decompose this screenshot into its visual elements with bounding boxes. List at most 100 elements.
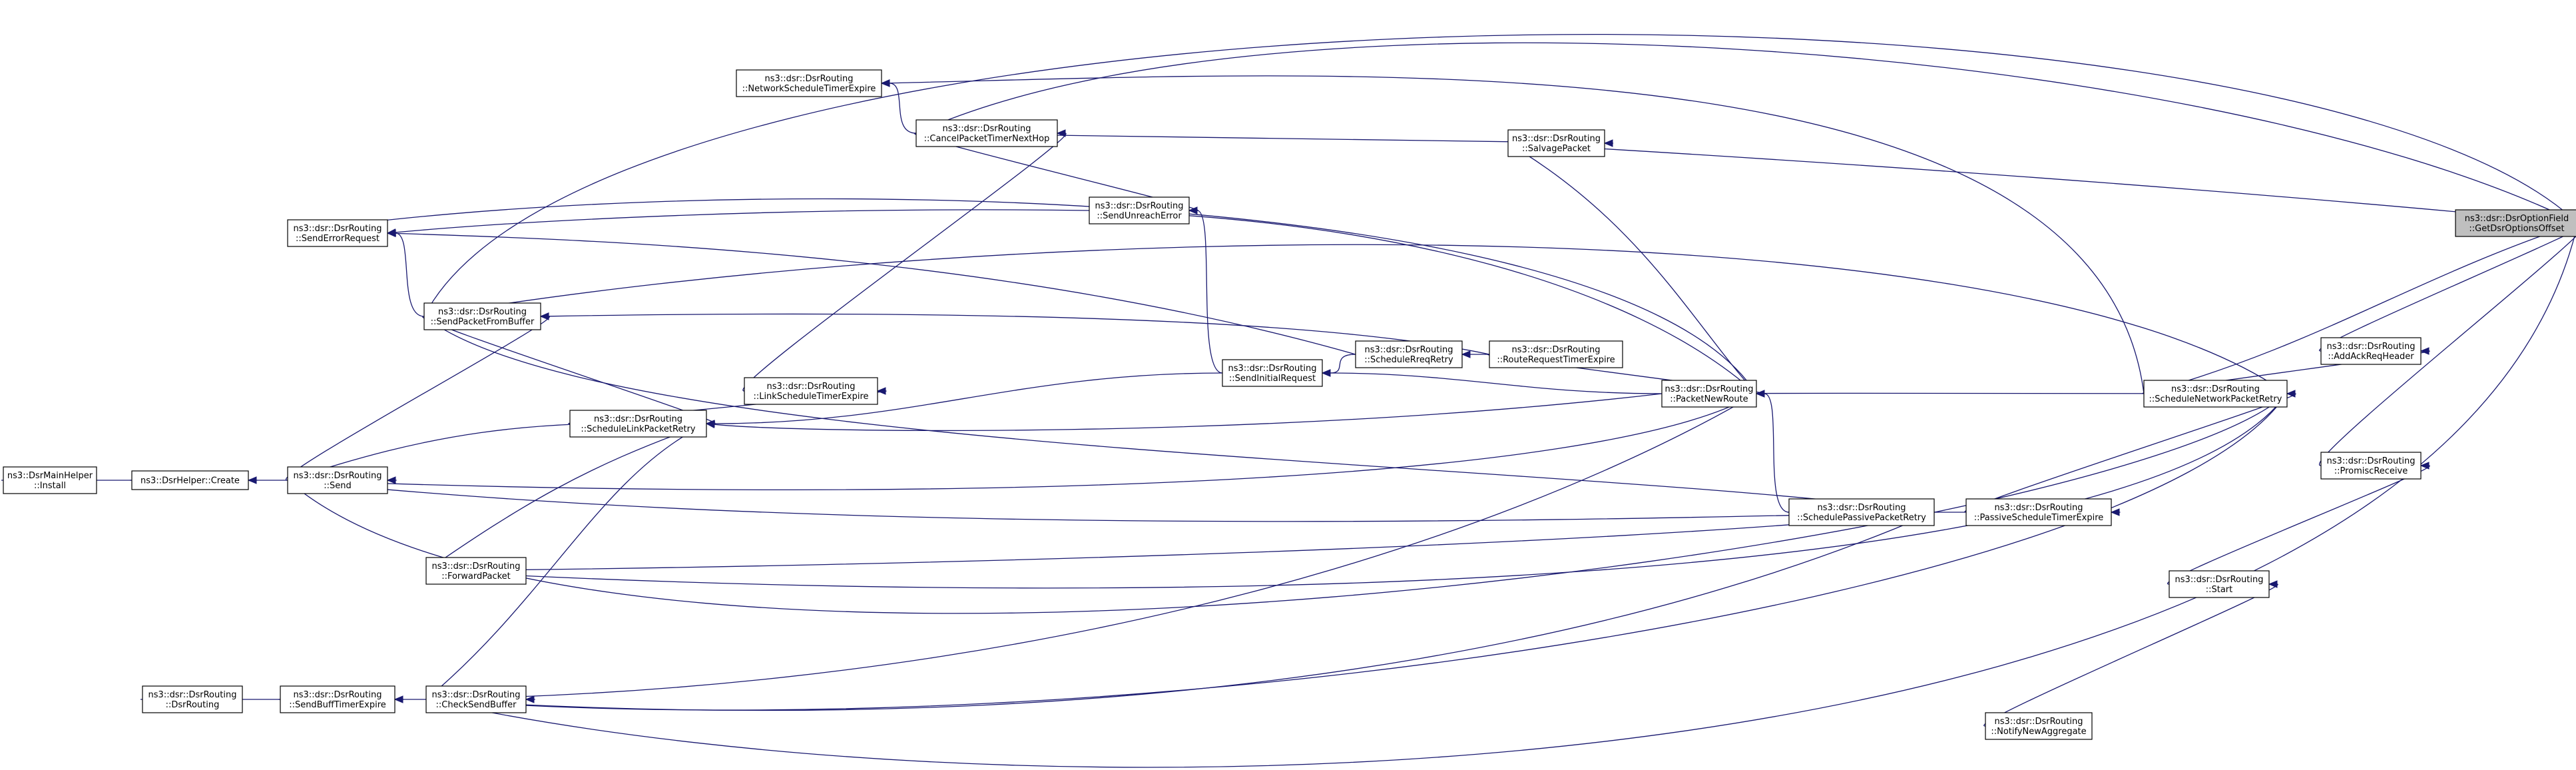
arrowhead bbox=[1755, 390, 1765, 398]
edge-line bbox=[425, 426, 700, 700]
edge-line bbox=[425, 230, 2576, 768]
node-ForwardPacket[interactable]: ns3::dsr::DsrRouting::ForwardPacket bbox=[425, 557, 527, 585]
node-box bbox=[425, 557, 527, 585]
node-box bbox=[1985, 712, 2093, 740]
node-PassiveScheduleTimerExpire[interactable]: ns3::dsr::DsrRouting::PassiveScheduleTim… bbox=[1965, 498, 2112, 526]
node-LinkScheduleTimerExpire[interactable]: ns3::dsr::DsrRouting::LinkScheduleTimerE… bbox=[744, 377, 878, 405]
edge-line bbox=[1330, 372, 1663, 394]
arrowhead bbox=[539, 312, 549, 320]
edge-ScheduleRreqRetry-to-SendInitialRequest bbox=[1321, 354, 1356, 377]
node-label: ::Install bbox=[34, 481, 66, 491]
arrowhead bbox=[2420, 347, 2430, 355]
edge-line bbox=[423, 316, 1927, 512]
edge-line bbox=[425, 515, 1928, 711]
arrowhead bbox=[525, 695, 535, 703]
node-label: ::SendErrorRequest bbox=[296, 234, 380, 244]
arrowhead bbox=[1188, 206, 1198, 214]
node-SendInitialRequest[interactable]: ns3::dsr::DsrRouting::SendInitialRequest bbox=[1222, 359, 1323, 387]
node-Start[interactable]: ns3::dsr::DsrRouting::Start bbox=[2169, 570, 2270, 598]
node-DsrMainHelperInstall[interactable]: ns3::DsrMainHelper::Install bbox=[3, 466, 97, 494]
node-box bbox=[736, 69, 882, 97]
node-label: ::PacketNewRoute bbox=[1670, 394, 1748, 404]
edge-line bbox=[1507, 143, 1752, 388]
node-box bbox=[744, 377, 878, 405]
edge-line bbox=[425, 512, 1927, 572]
edge-RouteRequestTimerExpire-to-ScheduleRreqRetry bbox=[1461, 350, 1489, 358]
edge-NotifyNewAggregate-to-Start bbox=[1983, 580, 2278, 727]
node-Send[interactable]: ns3::dsr::DsrRouting::Send bbox=[287, 466, 388, 494]
edge-line bbox=[889, 83, 917, 134]
node-box bbox=[1507, 129, 1605, 157]
node-CancelPacketTimerNextHop[interactable]: ns3::dsr::DsrRouting::CancelPacketTimerN… bbox=[915, 119, 1058, 147]
node-box bbox=[1222, 359, 1323, 387]
node-label: ::LinkScheduleTimerExpire bbox=[753, 392, 868, 402]
edge-SendInitialRequest-to-SendUnreachError bbox=[1188, 206, 1223, 374]
arrowhead bbox=[247, 476, 257, 484]
edge-line bbox=[1089, 210, 1751, 389]
node-label: ::AddAckReqHeader bbox=[2328, 352, 2414, 362]
node-label: ns3::dsr::DsrRouting bbox=[294, 690, 382, 700]
node-SendPacketFromBuffer[interactable]: ns3::dsr::DsrRouting::SendPacketFromBuff… bbox=[423, 302, 541, 330]
edge-line bbox=[285, 316, 550, 481]
edge-line bbox=[1196, 210, 1223, 374]
node-SendBuffTimerExpire[interactable]: ns3::dsr::DsrRouting::SendBuffTimerExpir… bbox=[280, 685, 395, 713]
node-CheckSendBuffer[interactable]: ns3::dsr::DsrRouting::CheckSendBuffer bbox=[425, 685, 527, 713]
edge-SalvagePacket-to-GetDsrOptionsOffset bbox=[1507, 143, 2576, 226]
node-GetDsrOptionsOffset[interactable]: ns3::dsr::DsrOptionField::GetDsrOptionsO… bbox=[2455, 209, 2576, 237]
edge-CheckSendBuffer-to-SchedulePassivePacketRetry bbox=[425, 512, 1935, 711]
node-label: ns3::dsr::DsrRouting bbox=[1818, 503, 1906, 513]
node-DsrRouting[interactable]: ns3::dsr::DsrRouting::DsrRouting bbox=[142, 685, 243, 713]
edge-line bbox=[423, 34, 2573, 317]
node-box bbox=[131, 470, 249, 490]
arrowhead bbox=[1461, 350, 1471, 358]
node-SchedulePassivePacketRetry[interactable]: ns3::dsr::DsrRouting::SchedulePassivePac… bbox=[1788, 498, 1935, 526]
node-ScheduleNetworkPacketRetry[interactable]: ns3::dsr::DsrRouting::ScheduleNetworkPac… bbox=[2143, 380, 2288, 408]
node-ScheduleLinkPacketRetry[interactable]: ns3::dsr::DsrRouting::ScheduleLinkPacket… bbox=[569, 410, 707, 438]
node-SendErrorRequest[interactable]: ns3::dsr::DsrRouting::SendErrorRequest bbox=[287, 219, 388, 247]
node-label: ns3::dsr::DsrRouting bbox=[1512, 134, 1601, 144]
node-label: ns3::dsr::DsrRouting bbox=[1365, 345, 1453, 355]
node-label: ns3::dsr::DsrRouting bbox=[1095, 201, 1184, 211]
edge-CheckSendBuffer-to-ScheduleNetworkPacketRetry bbox=[425, 392, 2288, 711]
node-label: ns3::dsr::DsrRouting bbox=[294, 471, 382, 481]
node-DsrHelperCreate[interactable]: ns3::DsrHelper::Create bbox=[131, 470, 249, 490]
edge-line bbox=[287, 480, 1927, 522]
node-box bbox=[1661, 380, 1757, 408]
node-label: ::DsrRouting bbox=[166, 700, 220, 710]
node-label: ::ScheduleNetworkPacketRetry bbox=[2149, 394, 2282, 404]
edge-ForwardPacket-to-ScheduleLinkPacketRetry bbox=[425, 422, 708, 572]
node-RouteRequestTimerExpire[interactable]: ns3::dsr::DsrRouting::RouteRequestTimerE… bbox=[1489, 340, 1623, 368]
node-PromiscReceive[interactable]: ns3::dsr::DsrRouting::PromiscReceive bbox=[2320, 452, 2422, 480]
edge-SendUnreachError-to-SendErrorRequest bbox=[386, 209, 1090, 236]
node-label: ns3::dsr::DsrRouting bbox=[432, 562, 521, 572]
edge-ForwardPacket-to-SchedulePassivePacketRetry bbox=[425, 509, 1935, 572]
node-label: ::RouteRequestTimerExpire bbox=[1497, 355, 1615, 365]
node-box bbox=[1355, 340, 1463, 368]
arrowhead bbox=[1603, 139, 1613, 147]
node-label: ::GetDsrOptionsOffset bbox=[2469, 224, 2564, 234]
node-AddAckReqHeader[interactable]: ns3::dsr::DsrRouting::AddAckReqHeader bbox=[2320, 337, 2422, 365]
node-label: ns3::dsr::DsrRouting bbox=[148, 690, 237, 700]
node-ScheduleRreqRetry[interactable]: ns3::dsr::DsrRouting::ScheduleRreqRetry bbox=[1355, 340, 1463, 368]
edge-CheckSendBuffer-to-PacketNewRoute bbox=[425, 393, 1758, 700]
node-label: ns3::dsr::DsrRouting bbox=[1665, 384, 1754, 394]
node-box bbox=[915, 119, 1058, 147]
edge-CancelPacketTimerNextHop-to-NetworkScheduleTimerExpire bbox=[880, 79, 917, 134]
node-NetworkScheduleTimerExpire[interactable]: ns3::dsr::DsrRouting::NetworkScheduleTim… bbox=[736, 69, 882, 97]
node-box bbox=[1089, 196, 1190, 224]
node-SendUnreachError[interactable]: ns3::dsr::DsrRouting::SendUnreachError bbox=[1089, 196, 1190, 224]
node-label: ::PromiscReceive bbox=[2334, 466, 2408, 476]
edge-line bbox=[1764, 393, 1790, 513]
node-SalvagePacket[interactable]: ns3::dsr::DsrRouting::SalvagePacket bbox=[1507, 129, 1605, 157]
edge-CheckSendBuffer-to-GetDsrOptionsOffset bbox=[425, 225, 2576, 768]
node-PacketNewRoute[interactable]: ns3::dsr::DsrRouting::PacketNewRoute bbox=[1661, 380, 1757, 408]
node-label: ns3::dsr::DsrRouting bbox=[294, 224, 382, 234]
arrowhead bbox=[2268, 580, 2278, 588]
node-label: ns3::dsr::DsrRouting bbox=[1995, 503, 2083, 513]
node-box bbox=[2143, 380, 2288, 408]
node-label: ns3::dsr::DsrRouting bbox=[1512, 345, 1601, 355]
edge-CancelPacketTimerNextHop-to-GetDsrOptionsOffset bbox=[915, 42, 2576, 224]
node-NotifyNewAggregate[interactable]: ns3::dsr::DsrRouting::NotifyNewAggregate bbox=[1985, 712, 2093, 740]
arrowhead bbox=[880, 79, 890, 87]
